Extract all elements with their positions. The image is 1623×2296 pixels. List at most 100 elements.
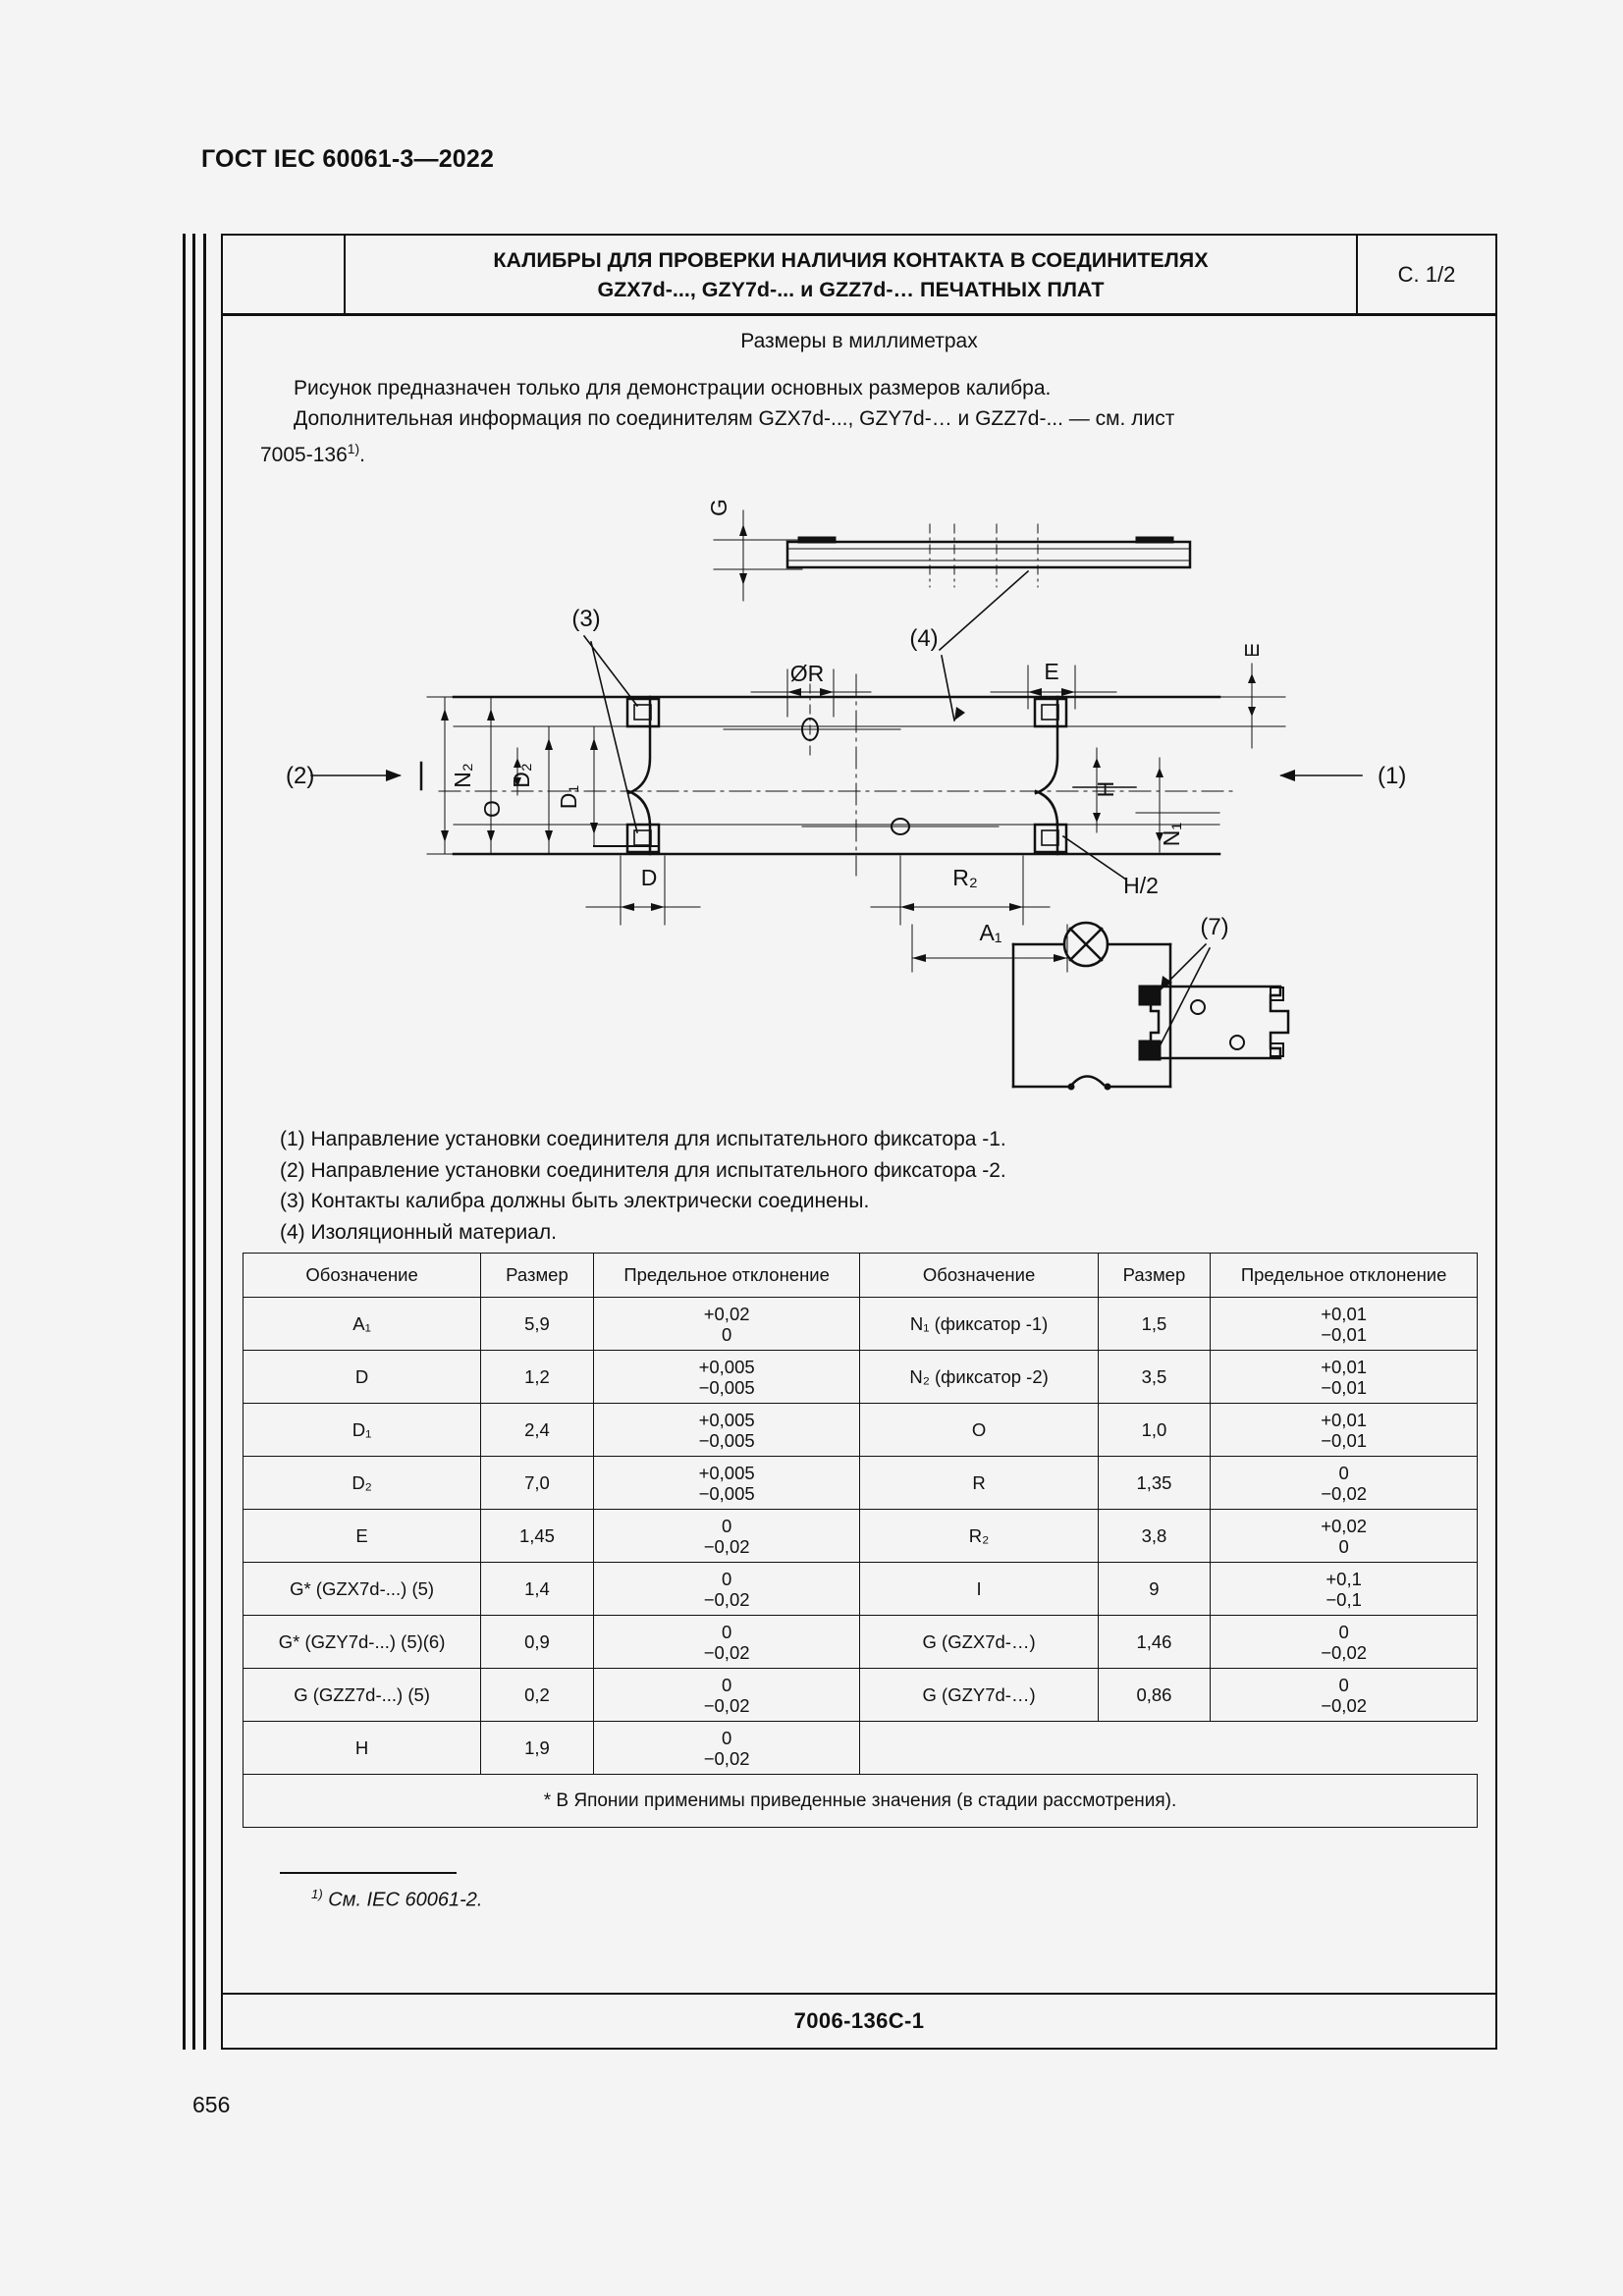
cell-tolerance-right: +0,01−0,01 <box>1210 1403 1478 1457</box>
cell-designation-left: D₁ <box>242 1403 482 1457</box>
sheet-id: 7006-136С-1 <box>223 1993 1495 2048</box>
cell-designation-right: G (GZX7d-…) <box>859 1615 1099 1669</box>
label-d2: D₂ <box>509 763 534 788</box>
label-sh: ш <box>1244 638 1261 661</box>
intro-sheet-ref: 7005-136 <box>260 444 348 466</box>
cell-tolerance-left: 0−0,02 <box>592 1721 861 1775</box>
label-or: ØR <box>790 661 825 686</box>
cell-size-right: 3,8 <box>1097 1509 1212 1563</box>
units-note: Размеры в миллиметрах <box>740 330 978 352</box>
cell-tolerance-right: +0,1−0,1 <box>1210 1562 1478 1616</box>
table-header-row: Обозначение Размер Предельное отклонение… <box>242 1253 1478 1298</box>
cell-designation-left: A₁ <box>242 1297 482 1351</box>
cell-designation-left: G* (GZY7d-...) (5)(6) <box>242 1615 482 1669</box>
cell-size-right: 1,0 <box>1097 1403 1212 1457</box>
callout-3: (3) <box>571 606 600 632</box>
footnote-text: См. IEC 60061-2. <box>322 1889 483 1911</box>
cell-size-right: 1,5 <box>1097 1297 1212 1351</box>
dimensions-table-wrap: Обозначение Размер Предельное отклонение… <box>242 1253 1478 1828</box>
cell-size-left: 0,9 <box>480 1615 594 1669</box>
cell-tolerance-left: +0,005−0,005 <box>592 1403 861 1457</box>
cell-empty-right <box>860 1722 1478 1775</box>
cell-designation-right: R <box>859 1456 1099 1510</box>
cell-tolerance-left: 0−0,02 <box>592 1509 861 1563</box>
cell-designation-left: D₂ <box>242 1456 482 1510</box>
figure-note-4: (4) Изоляционный материал. <box>280 1220 558 1244</box>
cell-tolerance-right: 0−0,02 <box>1210 1668 1478 1722</box>
header-tolerance-right: Предельное отклонение <box>1210 1253 1478 1298</box>
cell-size-left: 1,9 <box>480 1721 594 1775</box>
cell-size-left: 2,4 <box>480 1403 594 1457</box>
figure-note-2: (2) Направление установки соединителя дл… <box>280 1158 1006 1182</box>
cell-size-left: 1,2 <box>480 1350 594 1404</box>
page-indicator: С. 1/2 <box>1397 261 1456 287</box>
label-r2: R₂ <box>952 865 978 890</box>
intro-line-3: 7005-1361). <box>260 434 1460 470</box>
header-size-right: Размер <box>1097 1253 1212 1298</box>
cell-tolerance-right: +0,01−0,01 <box>1210 1350 1478 1404</box>
cell-size-left: 1,4 <box>480 1562 594 1616</box>
cell-tolerance-right: 0−0,02 <box>1210 1456 1478 1510</box>
cell-size-left: 7,0 <box>480 1456 594 1510</box>
intro-line-1: Рисунок предназначен только для демонстр… <box>294 377 1052 400</box>
intro-text: Рисунок предназначен только для демонстр… <box>260 373 1460 470</box>
cell-designation-left: D <box>242 1350 482 1404</box>
cell-designation-left: G (GZZ7d-...) (5) <box>242 1668 482 1722</box>
cell-tolerance-left: 0−0,02 <box>592 1668 861 1722</box>
intro-line-2: Дополнительная информация по соединителя… <box>260 403 1460 434</box>
title-block-left-cell <box>223 236 346 313</box>
label-h-half: H/2 <box>1123 873 1159 898</box>
table-star-note-row: * В Японии применимы приведенные значени… <box>243 1774 1478 1828</box>
label-g: G <box>706 499 731 516</box>
intro-line-3-tail: . <box>359 444 365 466</box>
spine-rule-2 <box>192 234 195 2050</box>
title-block: КАЛИБРЫ ДЛЯ ПРОВЕРКИ НАЛИЧИЯ КОНТАКТА В … <box>223 236 1495 316</box>
callout-7: (7) <box>1200 914 1228 940</box>
cell-size-right: 3,5 <box>1097 1350 1212 1404</box>
table-row: G* (GZY7d-...) (5)(6)0,9 0−0,02 G (GZX7d-…… <box>242 1615 1478 1669</box>
header-designation-right: Обозначение <box>859 1253 1099 1298</box>
label-n1: N₁ <box>1159 823 1184 847</box>
technical-drawing: G ØR E ш N₂ D₂ D₁ O D R₂ A₁ H N₁ H/2 (3)… <box>252 463 1470 1092</box>
sheet-title-line1: КАЛИБРЫ ДЛЯ ПРОВЕРКИ НАЛИЧИЯ КОНТАКТА В … <box>493 247 1209 272</box>
cell-size-right: 0,86 <box>1097 1668 1212 1722</box>
header-designation-left: Обозначение <box>242 1253 482 1298</box>
cell-tolerance-right: 0−0,02 <box>1210 1615 1478 1669</box>
cell-size-left: 5,9 <box>480 1297 594 1351</box>
cell-tolerance-left: 0−0,02 <box>592 1562 861 1616</box>
callout-1: (1) <box>1378 763 1406 789</box>
footnote: 1) См. IEC 60061-2. <box>311 1887 482 1912</box>
label-h: H <box>1093 781 1118 798</box>
callout-2: (2) <box>286 763 314 789</box>
cell-designation-left: G* (GZX7d-...) (5) <box>242 1562 482 1616</box>
header-tolerance-left: Предельное отклонение <box>592 1253 861 1298</box>
footnote-marker: 1) <box>311 1887 323 1901</box>
cell-size-right: 1,35 <box>1097 1456 1212 1510</box>
sheet-frame: КАЛИБРЫ ДЛЯ ПРОВЕРКИ НАЛИЧИЯ КОНТАКТА В … <box>221 234 1497 2050</box>
label-d: D <box>641 865 658 890</box>
cell-tolerance-left: +0,005−0,005 <box>592 1456 861 1510</box>
sheet-title: КАЛИБРЫ ДЛЯ ПРОВЕРКИ НАЛИЧИЯ КОНТАКТА В … <box>346 236 1358 313</box>
spine-rule-1 <box>183 234 186 2050</box>
running-head: ГОСТ IEC 60061-3—2022 <box>201 145 495 173</box>
figure-note-1: (1) Направление установки соединителя дл… <box>280 1128 1006 1150</box>
cell-designation-right: N₂ (фиксатор -2) <box>859 1350 1099 1404</box>
label-n2: N₂ <box>450 763 475 788</box>
cell-designation-right: R₂ <box>859 1509 1099 1563</box>
intro-line-2-text: Дополнительная информация по соединителя… <box>294 407 1175 430</box>
cell-designation-right: N₁ (фиксатор -1) <box>859 1297 1099 1351</box>
callout-4: (4) <box>909 625 938 652</box>
label-e-top: E <box>1044 659 1058 684</box>
cell-designation-left: H <box>242 1721 482 1775</box>
cell-size-right: 9 <box>1097 1562 1212 1616</box>
cell-tolerance-left: +0,005−0,005 <box>592 1350 861 1404</box>
